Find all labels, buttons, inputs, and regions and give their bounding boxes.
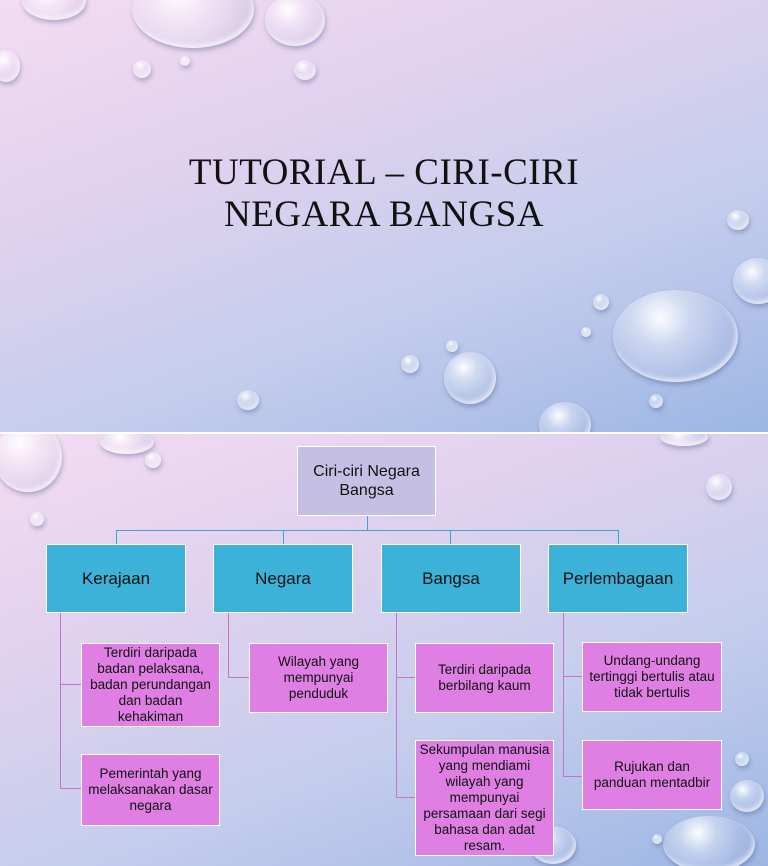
- water-drop-decoration: [706, 474, 732, 500]
- connector-line: [396, 677, 416, 678]
- connector-line: [60, 788, 82, 789]
- water-drop-decoration: [265, 0, 325, 46]
- connector-line: [563, 776, 583, 777]
- connector-line: [367, 516, 368, 530]
- slide-title-line-1: TUTORIAL – CIRI-CIRI: [188, 152, 580, 193]
- detail-kerajaan-2: Pemerintah yang melaksanakan dasar negar…: [81, 754, 220, 826]
- water-drop-decoration: [539, 402, 591, 432]
- water-drop-decoration: [735, 752, 749, 766]
- detail-negara-1: Wilayah yang mempunyai penduduk: [249, 643, 388, 713]
- water-drop-decoration: [145, 452, 161, 468]
- water-drop-decoration: [0, 50, 20, 82]
- category-negara: Negara: [213, 544, 353, 613]
- category-bangsa: Bangsa: [381, 544, 521, 613]
- category-perlembagaan: Perlembagaan: [548, 544, 688, 613]
- water-drop-decoration: [100, 434, 154, 454]
- slide-title-line-2: NEGARA BANGSA: [223, 194, 544, 235]
- water-drop-decoration: [446, 340, 458, 352]
- category-kerajaan: Kerajaan: [46, 544, 186, 613]
- water-drop-decoration: [727, 210, 749, 230]
- connector-line: [60, 684, 82, 685]
- slide-divider: [0, 432, 768, 434]
- water-drop-decoration: [613, 290, 738, 382]
- diagram-slide: Ciri-ciri Negara Bangsa Kerajaan Negara …: [0, 434, 768, 866]
- detail-bangsa-2: Sekumpulan manusia yang mendiami wilayah…: [415, 740, 554, 856]
- water-drop-decoration: [133, 60, 151, 78]
- water-drop-decoration: [593, 294, 609, 310]
- water-drop-decoration: [237, 390, 259, 410]
- connector-line: [563, 676, 583, 677]
- water-drop-decoration: [660, 434, 708, 446]
- water-drop-decoration: [401, 355, 419, 373]
- connector-line: [563, 613, 564, 776]
- connector-line: [396, 613, 397, 797]
- water-drop-decoration: [730, 780, 764, 812]
- water-drop-decoration: [581, 327, 591, 337]
- water-drop-decoration: [294, 60, 316, 80]
- connector-line: [228, 677, 250, 678]
- connector-line: [396, 797, 416, 798]
- water-drop-decoration: [30, 512, 44, 526]
- water-drop-decoration: [733, 258, 768, 304]
- detail-bangsa-1: Terdiri daripada berbilang kaum: [415, 643, 554, 713]
- detail-kerajaan-1: Terdiri daripada badan pelaksana, badan …: [81, 643, 220, 727]
- water-drop-decoration: [444, 352, 496, 404]
- water-drop-decoration: [132, 0, 254, 48]
- connector-line: [116, 530, 618, 531]
- root-node: Ciri-ciri Negara Bangsa: [297, 446, 436, 516]
- detail-perlembagaan-2: Rujukan dan panduan mentadbir: [582, 740, 722, 810]
- title-slide: TUTORIAL – CIRI-CIRI NEGARA BANGSA: [0, 0, 768, 432]
- water-drop-decoration: [663, 816, 755, 866]
- detail-perlembagaan-1: Undang-undang tertinggi bertulis atau ti…: [582, 642, 722, 712]
- connector-line: [618, 530, 619, 545]
- connector-line: [116, 530, 117, 545]
- slide-title: TUTORIAL – CIRI-CIRI NEGARA BANGSA: [84, 152, 684, 236]
- water-drop-decoration: [0, 434, 62, 492]
- connector-line: [450, 530, 451, 545]
- water-drop-decoration: [22, 0, 86, 20]
- connector-line: [228, 613, 229, 677]
- water-drop-decoration: [652, 834, 662, 844]
- connector-line: [283, 530, 284, 545]
- connector-line: [60, 613, 61, 788]
- water-drop-decoration: [649, 394, 663, 408]
- water-drop-decoration: [180, 56, 190, 66]
